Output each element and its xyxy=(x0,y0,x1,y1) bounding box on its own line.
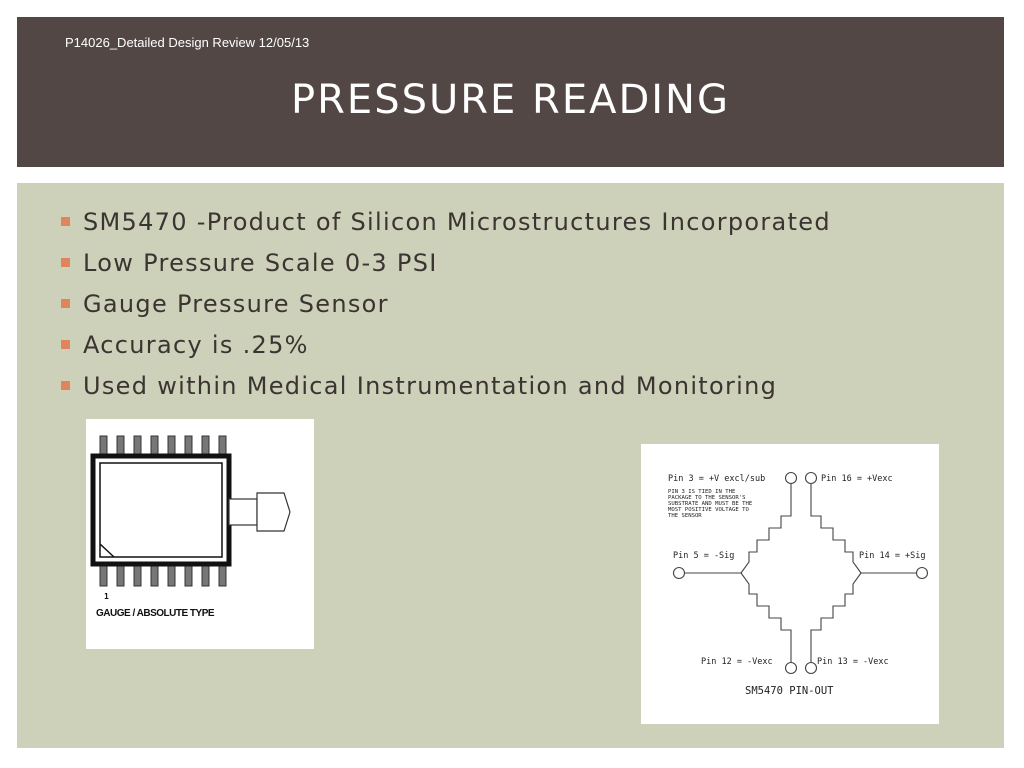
pin-one-label: 1 xyxy=(104,592,109,601)
bullet-text: Accuracy is .25% xyxy=(83,330,309,359)
bullet-marker xyxy=(61,381,70,390)
bullet-item: Gauge Pressure Sensor xyxy=(61,283,831,324)
bullet-text: SM5470 -Product of Silicon Microstructur… xyxy=(83,207,831,236)
slide-title: PRESSURE READING xyxy=(291,77,730,123)
bullet-text: Gauge Pressure Sensor xyxy=(83,289,389,318)
pin3-note-line: MOST POSITIVE VOLTAGE TO xyxy=(668,507,749,513)
pinout-caption: SM5470 PIN-OUT xyxy=(745,685,834,697)
slide-header: P14026_Detailed Design Review 12/05/13 P… xyxy=(17,17,1004,167)
bullet-marker xyxy=(61,217,70,226)
sensor-package-image: 1 GAUGE / ABSOLUTE TYPE xyxy=(86,419,314,649)
bullet-item: Low Pressure Scale 0-3 PSI xyxy=(61,242,831,283)
package-caption: GAUGE / ABSOLUTE TYPE xyxy=(96,608,215,619)
slide-subtitle: P14026_Detailed Design Review 12/05/13 xyxy=(65,35,310,50)
pin3-note-line: SUBSTRATE AND MUST BE THE xyxy=(668,501,753,507)
pin3-note-line: PIN 3 IS TIED IN THE xyxy=(668,489,736,495)
pinout-image: Pin 3 = +V excl/sub Pin 16 = +Vexc Pin 5… xyxy=(641,444,939,724)
pin16-label: Pin 16 = +Vexc xyxy=(821,474,893,484)
bullet-item: Accuracy is .25% xyxy=(61,324,831,365)
bullet-marker xyxy=(61,258,70,267)
pin13-label: Pin 13 = -Vexc xyxy=(817,657,889,667)
pin3-note-line: THE SENSOR xyxy=(668,513,702,519)
pin3-label: Pin 3 = +V excl/sub xyxy=(668,474,765,484)
bullet-list: SM5470 -Product of Silicon Microstructur… xyxy=(61,201,831,406)
pin3-note-line: PACKAGE TO THE SENSOR'S xyxy=(668,495,745,501)
pin14-label: Pin 14 = +Sig xyxy=(859,551,926,561)
pin5-label: Pin 5 = -Sig xyxy=(673,551,734,561)
bullet-marker xyxy=(61,299,70,308)
bullet-text: Low Pressure Scale 0-3 PSI xyxy=(83,248,438,277)
pin12-label: Pin 12 = -Vexc xyxy=(701,657,773,667)
pinout-diagram: Pin 3 = +V excl/sub Pin 16 = +Vexc Pin 5… xyxy=(668,471,929,697)
bullet-item: Used within Medical Instrumentation and … xyxy=(61,365,831,406)
bullet-item: SM5470 -Product of Silicon Microstructur… xyxy=(61,201,831,242)
bullet-text: Used within Medical Instrumentation and … xyxy=(83,371,778,400)
bullet-marker xyxy=(61,340,70,349)
slide-content: SM5470 -Product of Silicon Microstructur… xyxy=(17,183,1004,748)
sensor-package-drawing: 1 GAUGE / ABSOLUTE TYPE xyxy=(90,435,291,619)
